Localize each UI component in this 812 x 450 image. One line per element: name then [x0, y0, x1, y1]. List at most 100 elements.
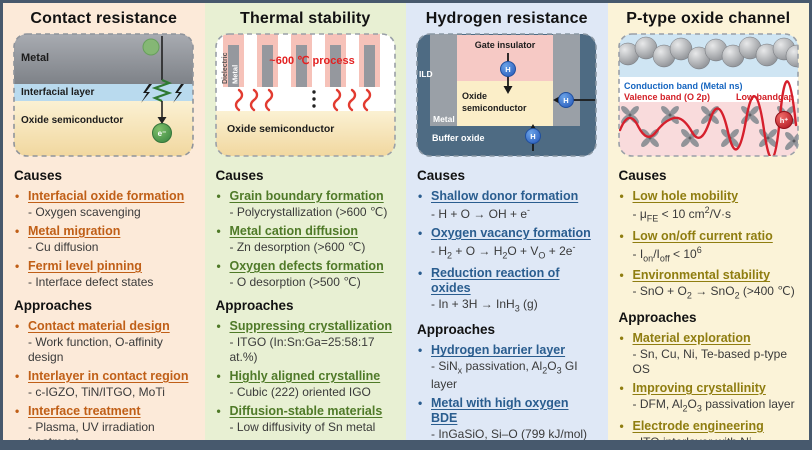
cause-sub: - Interface defect states: [28, 275, 154, 289]
hydrogen-icons: [500, 61, 575, 144]
hydrogen-label: H: [506, 65, 511, 74]
metal-atom-spheres: [618, 36, 798, 70]
oxide-label: Oxide semiconductor: [227, 123, 334, 135]
bullet-icon: •: [15, 224, 20, 238]
hydrogen-label: H: [531, 132, 536, 141]
ellipsis-dots: [312, 90, 316, 108]
approach-head: Highly aligned crystalline: [229, 369, 381, 383]
cause-head: Oxygen defects formation: [229, 259, 384, 273]
panel-title: Hydrogen resistance: [425, 10, 588, 27]
cause-item: • Oxygen defects formation - O desorptio…: [215, 259, 397, 290]
dashed-border: [214, 33, 396, 157]
bullet-icon: •: [15, 404, 20, 418]
approach-head: Hydrogen barrier layer: [431, 343, 566, 358]
bullet-icon: •: [15, 369, 20, 383]
process-temp-label: ~600 ℃ process: [269, 55, 354, 67]
hole-icon: [774, 111, 793, 129]
bullet-icon: •: [418, 395, 423, 410]
cause-item: • Reduction reaction of oxides - In + 3H…: [416, 266, 598, 315]
buffer-oxide-label: Buffer oxide: [432, 133, 485, 143]
bullet-icon: •: [619, 418, 624, 433]
approach-head: Interlayer in contact region: [28, 369, 189, 383]
panel-thermal-stability: Thermal stability: [204, 3, 406, 440]
bullet-icon: •: [216, 259, 221, 273]
bandgap-region: [618, 77, 798, 102]
lightning-icon: [173, 84, 185, 103]
oxide-label: Oxide semiconductor: [21, 115, 123, 126]
cause-head: Fermi level pinning: [28, 259, 142, 273]
cause-item: • Metal cation diffusion - Zn desorption…: [215, 224, 397, 255]
panel-title: Thermal stability: [239, 10, 371, 27]
approach-item: • Material exploration - Sn, Cu, Ni, Te-…: [618, 331, 800, 377]
approach-sub: - Plasma, UV irradiation treatment: [28, 420, 155, 440]
bullet-icon: •: [15, 259, 20, 273]
bullet-icon: •: [619, 268, 624, 283]
approach-head: Improving crystallinity: [632, 380, 766, 395]
panel-contact-resistance: Contact resistance: [3, 3, 205, 440]
approach-head: Material exploration: [632, 330, 751, 345]
bullet-icon: •: [619, 228, 624, 243]
cause-head: Oxygen vacancy formation: [431, 226, 591, 240]
metal-label: Metal: [21, 52, 49, 64]
approach-item: • Contact material design - Work functio…: [13, 319, 195, 365]
cause-sub: - Ion/Ioff < 106: [632, 244, 702, 264]
causes-heading: Causes: [618, 168, 667, 183]
approach-sub: - InGaSiO, Si–O (799 kJ/mol): [431, 426, 588, 440]
approach-item: • Highly aligned crystalline - Cubic (22…: [215, 369, 397, 400]
approach-item: • Improving crystallinity - DFM, Al2O3 p…: [618, 381, 800, 415]
approach-item: • Hydrogen barrier layer - SiNx passivat…: [416, 343, 598, 392]
cause-head: Metal cation diffusion: [229, 224, 358, 238]
gate-insulator-label: Gate insulator: [475, 40, 536, 50]
bullet-icon: •: [15, 319, 20, 333]
approaches-heading: Approaches: [417, 322, 496, 338]
bullet-icon: •: [216, 189, 221, 203]
dashed-border: [13, 33, 195, 157]
approach-item: • Metal with high oxygen BDE - InGaSiO, …: [416, 396, 598, 440]
approach-sub: - Low diffusivity of Sn metal: [229, 420, 376, 434]
cause-item: • Environmental stability - SnO + O2 → S…: [618, 268, 800, 302]
oxide-label-line2: semiconductor: [462, 103, 527, 113]
cause-sub: - O desorption (>500 ℃): [229, 275, 361, 289]
approach-item: • Interlayer in contact region - c-IGZO,…: [13, 369, 195, 400]
low-bandgap-label: Low bandgap: [736, 92, 794, 102]
cause-sub: - μFE < 10 cm2/V·s: [632, 205, 731, 224]
oxide-label-line1: Oxide: [462, 91, 487, 101]
cause-item: • Grain boundary formation - Polycrystal…: [215, 189, 397, 220]
hydrogen-label: H: [564, 96, 569, 105]
approach-head: Diffusion-stable materials: [229, 404, 383, 418]
approach-head: Suppressing crystallization: [229, 319, 393, 333]
cause-sub: - Cu diffusion: [28, 240, 99, 254]
approach-sub: - SiNx passivation, Al2O3 GI layer: [431, 359, 578, 391]
causes-heading: Causes: [215, 168, 264, 183]
ild-metal-strip-right: [553, 34, 581, 126]
cause-head: Interfacial oxide formation: [28, 189, 185, 203]
ild-metal-strip-left: [430, 34, 458, 126]
bullet-icon: •: [216, 369, 221, 383]
cause-head: Shallow donor formation: [431, 189, 579, 203]
cause-sub: - In + 3H → InH3 (g): [431, 296, 538, 314]
bullet-icon: •: [15, 189, 20, 203]
approach-sub: - ITO interlayer with Ni electrode: [633, 435, 800, 440]
bullet-icon: •: [418, 343, 423, 358]
panel-title: Contact resistance: [30, 10, 178, 27]
approaches-heading: Approaches: [215, 298, 294, 313]
hole-transport-wave: [618, 80, 797, 156]
ild-label: ILD: [419, 69, 433, 79]
approach-head: Contact material design: [28, 319, 170, 333]
bullet-icon: •: [418, 189, 423, 203]
cause-head: Reduction reaction of oxides: [431, 265, 560, 295]
approach-sub: - Work function, O-affinity design: [28, 335, 163, 364]
metal-bars: [227, 45, 375, 87]
bullet-icon: •: [418, 226, 423, 240]
cause-sub: - Oxygen scavenging: [28, 205, 141, 219]
electron-label: e⁻: [158, 129, 167, 138]
approach-head: Interface treatment: [28, 404, 141, 418]
panel-title: P-type oxide channel: [626, 10, 791, 27]
cause-sub: - SnO + O2 → SnO2 (>400 ℃): [632, 284, 795, 301]
bullet-icon: •: [216, 224, 221, 238]
cause-head: Environmental stability: [632, 268, 771, 283]
cause-item: • Fermi level pinning - Interface defect…: [13, 259, 195, 290]
ptype-oxide-diagram: h⁺ Conduction band (Metal ns) Valence ba…: [617, 33, 800, 157]
approaches-heading: Approaches: [618, 309, 697, 325]
dielectric-label: Dielectric: [222, 52, 229, 84]
